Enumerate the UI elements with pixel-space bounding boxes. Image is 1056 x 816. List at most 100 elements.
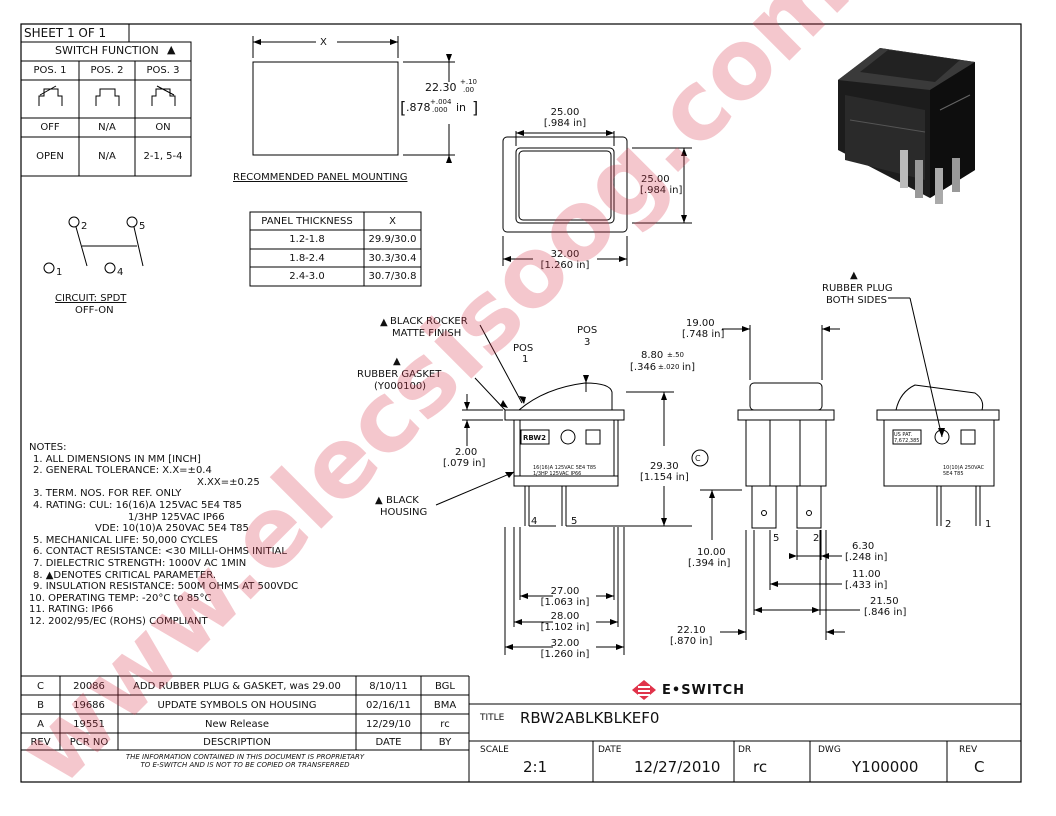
housing-rating-a: 16(16)A 125VAC 5E4 T85 (533, 465, 597, 471)
dim-28-00: 28.00 (550, 611, 580, 622)
note-line: 3. TERM. NOS. FOR REF. ONLY (33, 488, 182, 500)
circuit-state-3: 2-1, 5-4 (143, 151, 183, 162)
callout-rubber-plug-1: RUBBER PLUG (822, 283, 893, 294)
dwg-value: Y100000 (852, 758, 919, 776)
callout-pos3-word: POS (577, 325, 598, 336)
dwg-label: DWG (818, 745, 841, 755)
rev-header-desc: DESCRIPTION (203, 737, 271, 748)
pos-header-1: POS. 1 (33, 65, 67, 76)
front-width-top: 25.00 (550, 107, 580, 118)
dim-6-30-in: [.248 in] (845, 552, 888, 563)
front-height-in: [.984 in] (640, 185, 683, 196)
panel-height-mm-tol-plus: +.10 (460, 78, 477, 86)
dim-8-80-in-pre: [.346 (630, 362, 657, 373)
note-line: 8. ▲DENOTES CRITICAL PARAMETER. (33, 569, 217, 581)
rev-row-b-rev: B (37, 700, 44, 711)
dim-21-50-in: [.846 in] (864, 607, 907, 618)
note-line: 10. OPERATING TEMP: -20°C to 85°C (29, 592, 212, 604)
dim-6-30: 6.30 (852, 541, 875, 552)
housing-rating-d: 5E4 T85 (943, 471, 964, 477)
callout-matte-finish: MATTE FINISH (392, 328, 462, 339)
terminal-5-label: 5 (571, 516, 578, 527)
circuit-label: CIRCUIT: SPDT (55, 293, 127, 304)
critical-triangle-icon: ▲ (167, 43, 176, 56)
panel-height-mm-tol-minus: .00 (463, 86, 475, 94)
x-row-3: 30.7/30.8 (368, 271, 417, 282)
callout-black-rocker: BLACK ROCKER (390, 316, 468, 327)
panel-height-in: .878 (406, 101, 431, 114)
thickness-header: PANEL THICKNESS (261, 216, 353, 227)
side-view-left (504, 382, 625, 526)
dim-21-50: 21.50 (870, 596, 899, 607)
dim-2-00-in: [.079 in] (443, 458, 486, 469)
c-circle-mark: C (695, 454, 701, 463)
dim-32-00: 32.00 (550, 638, 580, 649)
dim-28-00-in: [1.102 in] (540, 622, 590, 633)
date-value: 12/27/2010 (634, 758, 721, 776)
front-width-bottom: 32.00 (550, 249, 580, 260)
dim-19-00: 19.00 (686, 318, 715, 329)
housing-rating-c: 10(10)A 250VAC (943, 465, 985, 471)
pos-header-3: POS. 3 (146, 65, 180, 76)
housing-brand-mark: RBW2 (523, 434, 546, 442)
state-2: N/A (98, 122, 116, 133)
dim-22-10-in: [.870 in] (670, 636, 713, 647)
housing-us-pat: US PAT. 7,672,385 (894, 432, 920, 444)
dim-8-80-tol: ±.50 (667, 351, 684, 359)
sheet-label: SHEET 1 OF 1 (24, 26, 107, 40)
rev-label: REV (959, 745, 978, 755)
side-view-middle (700, 325, 860, 640)
spdt-circuit-symbol (43, 216, 144, 274)
rev-value: C (974, 758, 985, 776)
note-line: 9. INSULATION RESISTANCE: 500M OHMS AT 5… (33, 581, 299, 593)
rev-row-a-by: rc (440, 719, 450, 730)
note-line: VDE: 10(10)A 250VAC 5E4 T85 (95, 523, 249, 535)
terminal-1-label: 1 (985, 519, 992, 530)
eswitch-logo-icon (632, 680, 656, 700)
dim-8-80-in-tol: ±.020 (658, 363, 680, 371)
note-line: 1. ALL DIMENSIONS IN MM [INCH] (33, 453, 201, 465)
notes-block: NOTES: 1. ALL DIMENSIONS IN MM [INCH] 2.… (29, 442, 298, 628)
circuit-state-2: N/A (98, 151, 116, 162)
critical-triangle-icon: ▲ (380, 317, 388, 328)
terminal-2-label: 2 (945, 519, 952, 530)
scale-value: 2:1 (523, 758, 548, 776)
callout-pos1-num: 1 (522, 354, 529, 365)
pos3-rocker-icon (151, 85, 176, 106)
critical-triangle-icon: ▲ (375, 495, 383, 506)
thickness-row-3: 2.4-3.0 (289, 271, 325, 282)
rev-row-b-desc: UPDATE SYMBOLS ON HOUSING (157, 700, 317, 711)
note-line: 1/3HP 125VAC IP66 (128, 511, 225, 523)
dim-32-00-in: [1.260 in] (540, 649, 590, 660)
pos1-rocker-icon (38, 85, 63, 106)
circuit-state-1: OPEN (36, 151, 64, 162)
panel-height-in-tol-plus: +.004 (430, 98, 452, 106)
dim-29-30: 29.30 (650, 461, 679, 472)
title-label: TITLE (480, 713, 505, 723)
state-3: ON (155, 122, 171, 133)
panel-height-mm: 22.30 (425, 81, 457, 94)
note-line: X.XX=±0.25 (197, 476, 260, 488)
callout-pos3-num: 3 (584, 337, 591, 348)
callout-black-housing-2: HOUSING (380, 507, 428, 518)
note-line: 6. CONTACT RESISTANCE: <30 MILLI-OHMS IN… (33, 546, 287, 558)
callout-black-housing-1: BLACK (386, 495, 419, 506)
panel-height-in-unit: in (456, 101, 467, 114)
brand-name: E•SWITCH (662, 683, 746, 698)
rev-row-b-date: 02/16/11 (366, 700, 411, 711)
terminal-label-4: 4 (117, 267, 124, 278)
rev-row-a-date: 12/29/10 (366, 719, 411, 730)
note-line: 2. GENERAL TOLERANCE: X.X=±0.4 (33, 465, 212, 477)
critical-triangle-icon: ▲ (850, 270, 858, 281)
dim-8-80: 8.80 (641, 350, 664, 361)
note-line: 4. RATING: CUL: 16(16)A 125VAC 5E4 T85 (33, 499, 243, 511)
side-view-right (876, 297, 1000, 526)
x-header: X (389, 216, 396, 227)
callout-rubber-gasket: RUBBER GASKET (357, 369, 442, 380)
disclaimer-line-1: THE INFORMATION CONTAINED IN THIS DOCUME… (125, 753, 365, 761)
terminal-4-label: 4 (531, 516, 538, 527)
rev-header-pcr: PCR NO (69, 737, 109, 748)
front-width-bottom-in: [1.260 in] (540, 260, 590, 271)
x-row-2: 30.3/30.4 (368, 253, 417, 264)
disclaimer-line-2: TO E-SWITCH AND IS NOT TO BE COPIED OR T… (140, 761, 350, 769)
